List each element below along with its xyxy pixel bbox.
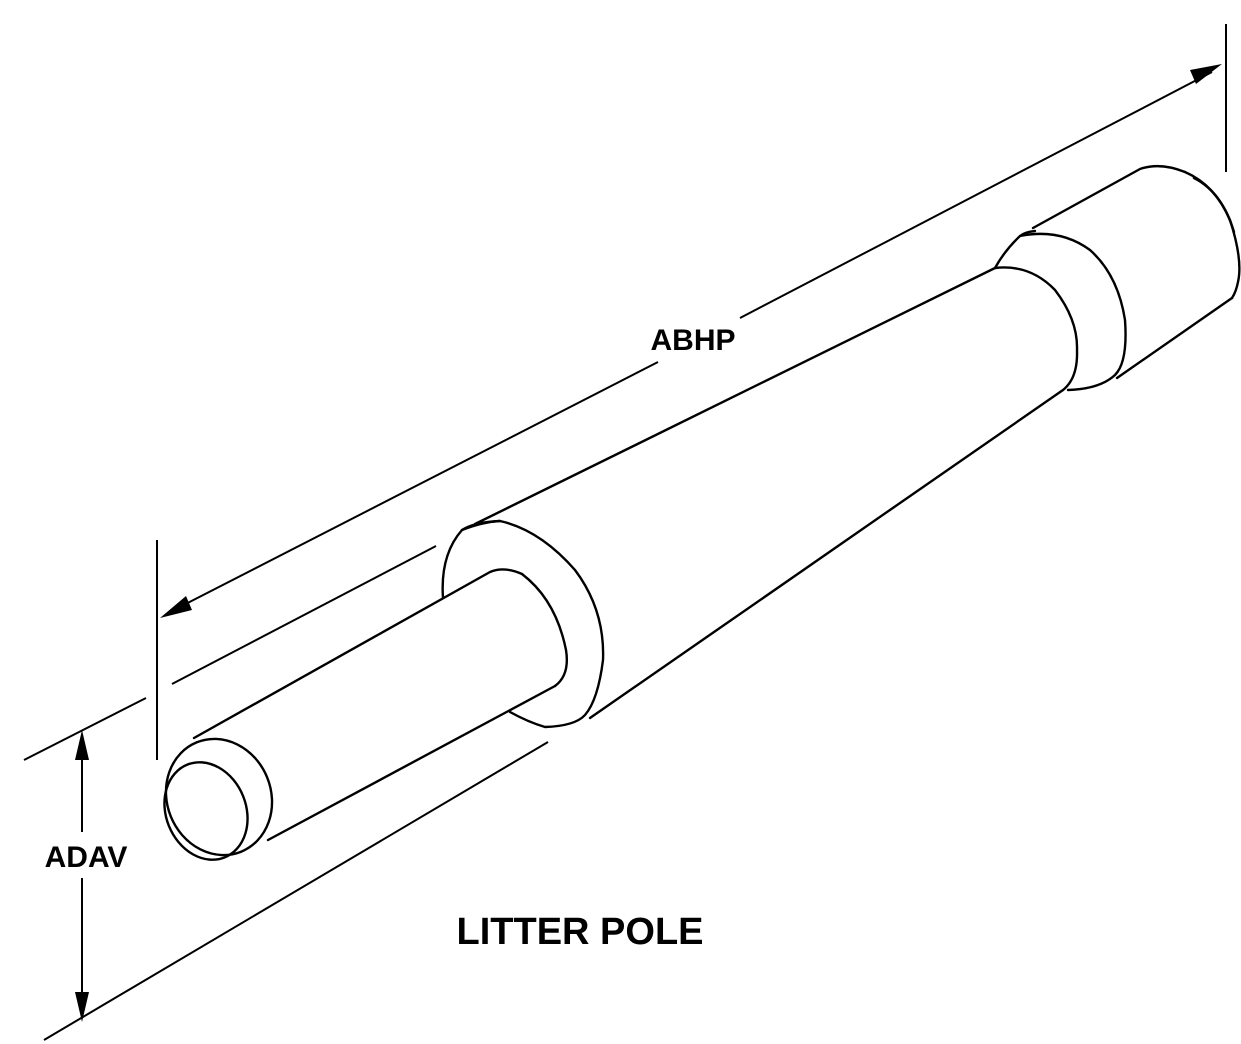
right-head-chamfer [1192, 176, 1236, 234]
small-shaft-front-edge [520, 572, 569, 688]
length-dimension-line-right [739, 71, 1213, 319]
second-collar-inner-curve [993, 266, 1079, 392]
left-tip [163, 737, 274, 861]
left-tip-inner-face [163, 761, 249, 861]
height-dimension: ADAV [45, 730, 128, 1022]
right-head-top-edge [1031, 164, 1187, 230]
length-dimension-line-left [169, 361, 659, 613]
height-dimension-label: ADAV [45, 841, 128, 874]
taper-bottom-edge [588, 388, 1065, 720]
right-head [1031, 164, 1241, 380]
second-collar-outer-curve [1018, 232, 1127, 392]
diagram-title: LITTER POLE [457, 911, 704, 953]
first-collar-face [441, 519, 605, 729]
right-head-bottom-edge [1115, 296, 1234, 380]
small-shaft [192, 568, 569, 842]
first-collar [441, 519, 605, 729]
height-extension-line-top-left [23, 697, 147, 761]
height-extension-line-top-right [171, 545, 437, 685]
height-extension-line-bottom [43, 741, 549, 1041]
small-shaft-bottom-edge [266, 684, 557, 842]
height-arrow-bottom [75, 992, 89, 1022]
second-collar-shoulder [993, 229, 1037, 270]
length-dimension: ABHP [156, 24, 1227, 760]
length-arrow-right [1190, 64, 1222, 84]
tapered-body [473, 266, 1065, 720]
left-tip-outer-face [164, 737, 274, 857]
taper-top-edge [473, 266, 997, 526]
length-dimension-label: ABHP [650, 324, 735, 357]
small-shaft-top-edge [192, 568, 524, 740]
height-extension-lines [23, 545, 549, 1041]
first-collar-rim [460, 519, 502, 532]
length-arrow-left [160, 596, 192, 618]
height-arrow-top [75, 730, 89, 760]
second-collar [993, 229, 1127, 392]
litter-pole-drawing [163, 164, 1241, 861]
